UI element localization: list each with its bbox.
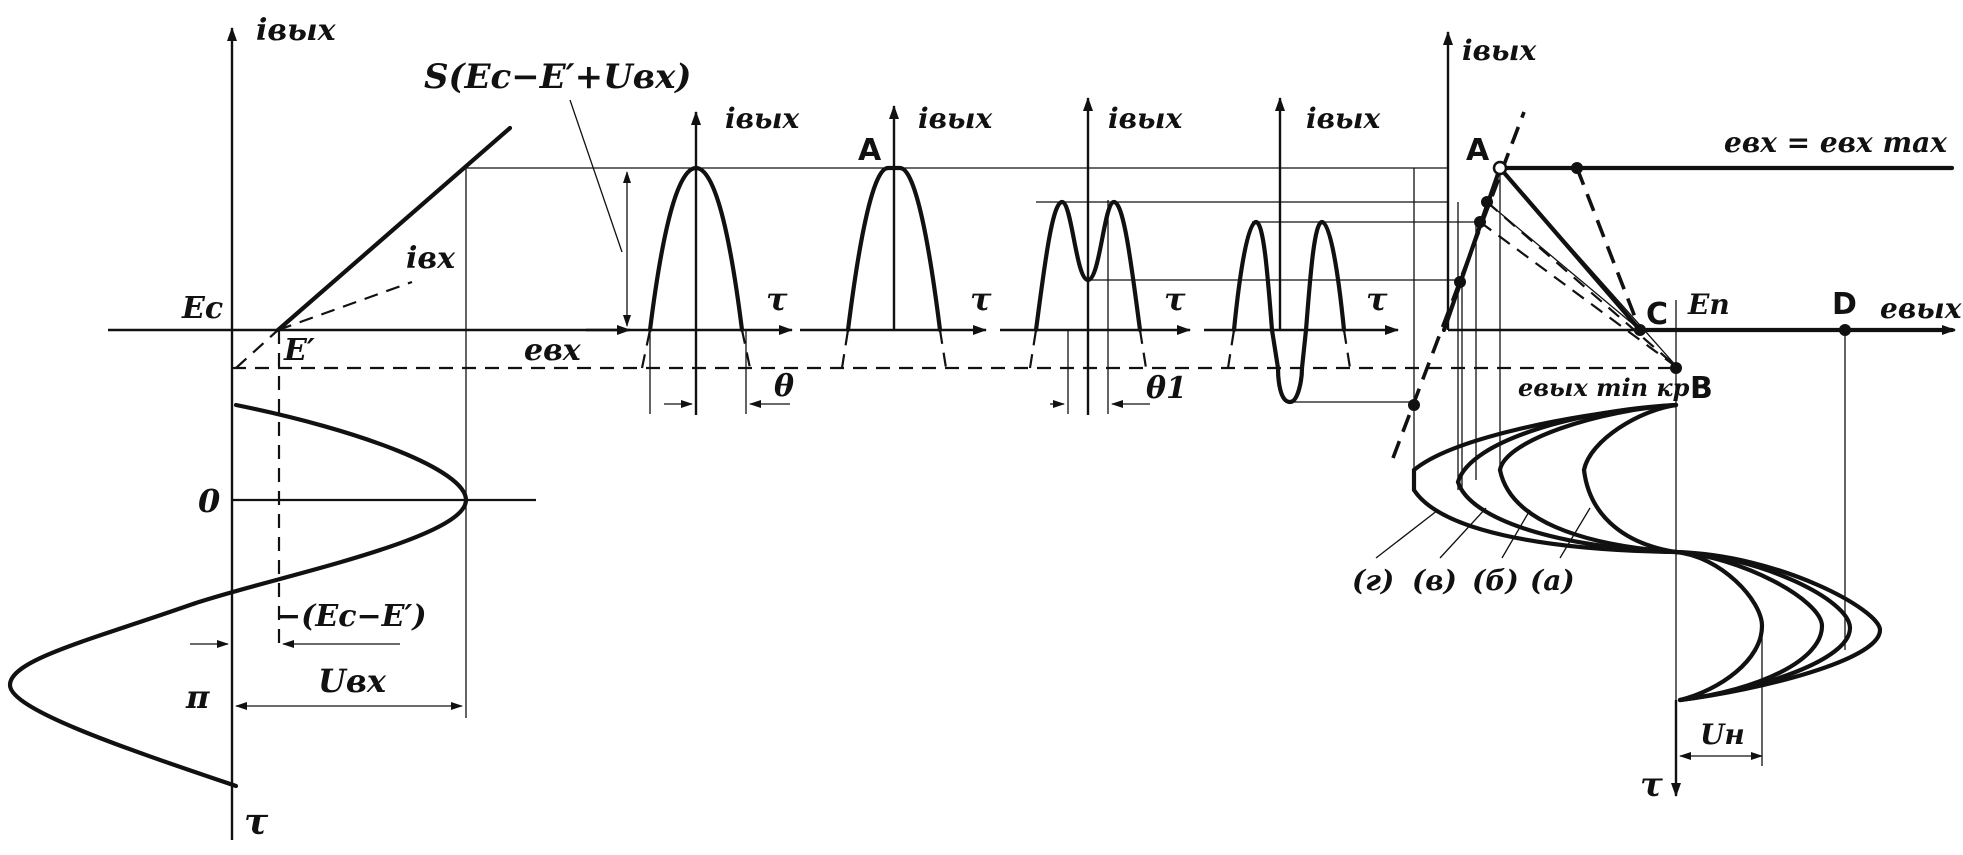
dot-b	[1670, 362, 1682, 374]
p1-i-out-label: iвых	[725, 102, 800, 135]
leader-a	[1559, 507, 1591, 559]
p1-pulse	[647, 165, 745, 333]
i-out-label-1: iвых	[256, 13, 337, 48]
tau-left-label: τ	[244, 801, 269, 843]
curve-a-label: (а)	[1530, 564, 1575, 597]
curve-b	[1497, 467, 1825, 703]
p1-pulse-dashed	[640, 329, 752, 369]
u-in-label: Uвх	[318, 662, 387, 700]
curve-b-label: (б)	[1472, 564, 1519, 597]
e-prime-label: E′	[283, 333, 315, 368]
e-in-max-label: eвх = eвх max	[1724, 126, 1947, 159]
p4-pulse	[1231, 219, 1347, 405]
e-out-label: eвых	[1880, 292, 1962, 325]
s-leader	[569, 99, 623, 253]
dot-2	[1474, 216, 1486, 228]
zero-label: 0	[198, 482, 220, 520]
dot-c	[1634, 324, 1646, 336]
e-out-min-label: eвых min кр	[1518, 373, 1690, 402]
theta-label: θ	[774, 369, 794, 404]
right-i-out-label: iвых	[1462, 34, 1537, 67]
curves-top-g	[1411, 402, 1679, 473]
ec-label: Eс	[181, 291, 223, 326]
pi-label: π	[185, 678, 210, 716]
u-n-label: Uн	[1700, 718, 1745, 751]
point-c-label: C	[1646, 297, 1668, 332]
output-characteristic: iвых A eвх = eвх max C Eп D eвых eвых mi…	[1352, 31, 1962, 805]
p3-tau-label: τ	[1164, 280, 1186, 318]
thin-to-b2	[1486, 201, 1641, 331]
transfer-line	[275, 125, 513, 333]
leader-b	[1501, 509, 1531, 559]
p2-pulse-dashed	[840, 329, 948, 369]
pulse-panel-3: iвых θ1 τ	[1000, 97, 1462, 415]
extension-dashed	[235, 329, 279, 369]
curve-v-label: (в)	[1412, 564, 1457, 597]
p3-i-out-label: iвых	[1108, 102, 1183, 135]
i-in-label: iвх	[406, 241, 456, 276]
dot-saturation	[1571, 162, 1583, 174]
pulse-panel-1: iвых θ τ	[586, 102, 800, 415]
s-formula-label: S(Eс−E′+Uвх)	[424, 57, 691, 97]
dashed-b2	[1479, 221, 1679, 369]
theta1-label: θ1	[1146, 371, 1187, 406]
curve-v	[1455, 479, 1853, 703]
dot-d	[1839, 324, 1851, 336]
tau-right-label: τ	[1640, 765, 1663, 805]
input-signal-cosine	[7, 402, 469, 789]
neg-ec-e-label: −(Eс−E′)	[276, 599, 427, 634]
p4-i-out-label: iвых	[1306, 102, 1381, 135]
p4-tau-label: τ	[1366, 280, 1388, 318]
pulse-panel-4: iвых τ	[1204, 97, 1476, 405]
curve-g-label: (г)	[1352, 564, 1394, 597]
dot-3	[1454, 276, 1466, 288]
leader-v	[1439, 507, 1487, 559]
p3-pulse-dashed	[1028, 329, 1148, 369]
point-b-label: B	[1690, 371, 1713, 406]
p4-pulse-dashed	[1226, 329, 1352, 369]
p2-point-a-label: A	[858, 133, 882, 168]
critical-line-solid	[1441, 165, 1503, 333]
point-d-label: D	[1832, 287, 1857, 322]
p2-pulse	[845, 165, 943, 333]
curve-a	[1581, 467, 1765, 703]
dot-4	[1408, 399, 1420, 411]
dot-1	[1481, 196, 1493, 208]
dashed-to-c	[1575, 167, 1642, 331]
p2-tau-label: τ	[970, 280, 992, 318]
input-characteristic: iвых S(Eс−E′+Uвх) iвх Eс E′ eвх 0 −(Eс−E…	[7, 13, 691, 843]
dot-a-open	[1492, 160, 1508, 176]
pulse-panel-2: A iвых τ	[800, 102, 993, 369]
p2-i-out-label: iвых	[918, 102, 993, 135]
leader-g	[1375, 509, 1439, 559]
p1-tau-label: τ	[766, 280, 788, 318]
e-n-label: Eп	[1687, 288, 1730, 321]
input-current-line	[277, 280, 413, 332]
curves-top-a	[1581, 402, 1679, 473]
curves-top-b	[1497, 402, 1679, 473]
point-a-label: A	[1466, 133, 1490, 168]
dashed-b1	[1486, 201, 1679, 369]
thin-to-b1	[1499, 167, 1679, 369]
curve-g	[1411, 467, 1883, 703]
e-in-label: eвх	[524, 333, 582, 368]
